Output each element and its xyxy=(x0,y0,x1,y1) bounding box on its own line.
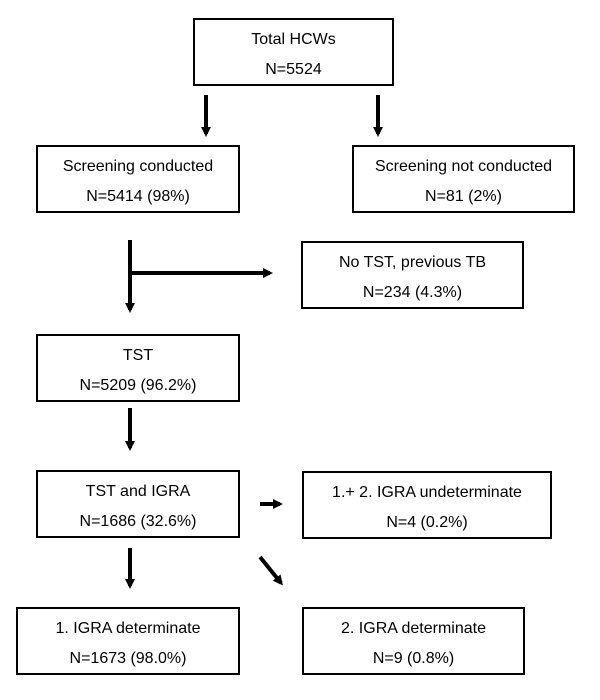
igra-determinate-1-title: 1. IGRA determinate xyxy=(55,620,201,637)
igra-undeterminate-box: 1.+ 2. IGRA undeterminate N=4 (0.2%) xyxy=(302,471,552,539)
tst-count: N=5209 (96.2%) xyxy=(79,377,197,394)
igra-determinate-1-count: N=1673 (98.0%) xyxy=(69,650,187,667)
screening-not-conducted-title: Screening not conducted xyxy=(374,158,552,175)
tst-box: TST N=5209 (96.2%) xyxy=(36,334,240,402)
no-tst-previous-tb-title: No TST, previous TB xyxy=(338,254,487,271)
igra-determinate-1-box: 1. IGRA determinate N=1673 (98.0%) xyxy=(16,607,240,675)
tst-and-igra-title: TST and IGRA xyxy=(85,483,191,500)
no-tst-previous-tb-count: N=234 (4.3%) xyxy=(362,284,463,301)
screening-conducted-title: Screening conducted xyxy=(62,158,214,175)
igra-determinate-2-count: N=9 (0.8%) xyxy=(372,650,455,667)
no-tst-previous-tb-box: No TST, previous TB N=234 (4.3%) xyxy=(301,241,524,309)
screening-conducted-box: Screening conducted N=5414 (98%) xyxy=(36,145,240,213)
igra-determinate-2-title: 2. IGRA determinate xyxy=(341,620,486,637)
screening-not-conducted-count: N=81 (2%) xyxy=(425,188,502,205)
total-hcws-box: Total HCWs N=5524 xyxy=(193,18,394,86)
total-hcws-title: Total HCWs xyxy=(251,31,336,48)
igra-undeterminate-title: 1.+ 2. IGRA undeterminate xyxy=(332,484,522,501)
screening-not-conducted-box: Screening not conducted N=81 (2%) xyxy=(352,145,575,213)
igra-determinate-2-box: 2. IGRA determinate N=9 (0.8%) xyxy=(302,607,525,675)
arrow-tst-igra-to-determinate-2 xyxy=(258,555,283,586)
screening-conducted-count: N=5414 (98%) xyxy=(86,188,190,205)
total-hcws-count: N=5524 xyxy=(265,61,322,78)
tst-and-igra-box: TST and IGRA N=1686 (32.6%) xyxy=(36,470,240,538)
igra-undeterminate-count: N=4 (0.2%) xyxy=(386,514,468,531)
tst-and-igra-count: N=1686 (32.6%) xyxy=(79,513,197,530)
tst-title: TST xyxy=(122,347,154,364)
